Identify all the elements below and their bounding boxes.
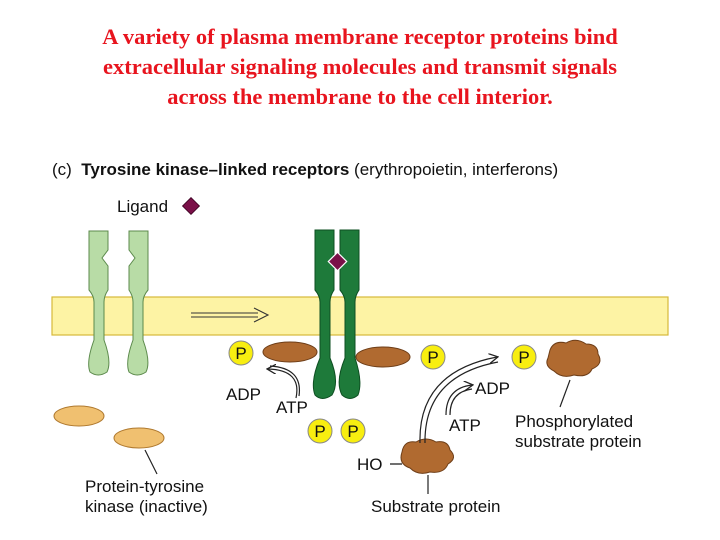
atp-label-right: ATP <box>449 416 481 435</box>
caption-bold: Tyrosine kinase–linked receptors <box>81 160 350 179</box>
svg-text:P: P <box>235 344 246 363</box>
adp-label-left: ADP <box>226 385 261 404</box>
inactive-kinase-left <box>53 405 105 427</box>
active-receptor-right <box>338 229 361 399</box>
kinase-label-line-2: kinase (inactive) <box>85 497 208 516</box>
inactive-receptor-right <box>127 230 149 376</box>
plasma-membrane <box>51 296 669 336</box>
svg-text:P: P <box>427 348 438 367</box>
svg-text:P: P <box>518 348 529 367</box>
active-kinase-left <box>262 341 318 363</box>
kinase-label: Protein-tyrosine kinase (inactive) <box>85 477 208 517</box>
phosphorylated-label-line-1: Phosphorylated <box>515 412 634 431</box>
ho-label: HO <box>357 455 383 474</box>
bound-ligand <box>327 251 348 272</box>
svg-text:P: P <box>347 422 358 441</box>
inactive-kinase-right <box>113 427 165 449</box>
phosphorylated-label-line-2: substrate protein <box>515 432 642 451</box>
phosphorylated-pointer-line <box>559 379 571 408</box>
atp-label-left: ATP <box>276 398 308 417</box>
title-line-1: A variety of plasma membrane receptor pr… <box>102 24 618 49</box>
phosphate-kinase-right: P <box>420 344 446 370</box>
slide-title: A variety of plasma membrane receptor pr… <box>0 22 720 112</box>
phosphorylated-label: Phosphorylated substrate protein <box>515 412 642 452</box>
kinase-pointer-line <box>144 449 158 475</box>
caption-rest: (erythropoietin, interferons) <box>354 160 559 179</box>
title-line-2: extracellular signaling molecules and tr… <box>103 54 617 79</box>
phosphate-kinase-left: P <box>228 340 254 366</box>
phosphate-receptor-left: P <box>307 418 333 444</box>
title-line-3: across the membrane to the cell interior… <box>167 84 553 109</box>
inactive-receptor-left <box>88 230 110 376</box>
caption-prefix: (c) <box>52 160 72 179</box>
adp-label-right: ADP <box>475 379 510 398</box>
substrate-protein <box>400 438 454 474</box>
phosphate-substrate: P <box>511 344 537 370</box>
active-kinase-right <box>355 346 411 368</box>
ligand-label: Ligand <box>117 197 169 216</box>
ligand-symbol <box>181 196 201 216</box>
active-receptor-left <box>312 229 336 399</box>
phosphorylated-substrate <box>546 339 601 377</box>
transition-arrow <box>191 307 270 323</box>
kinase-label-line-1: Protein-tyrosine <box>85 477 205 496</box>
atp-adp-arrow-right <box>419 357 498 444</box>
phosphate-receptor-right: P <box>340 418 366 444</box>
svg-text:P: P <box>314 422 325 441</box>
substrate-label: Substrate protein <box>371 497 501 516</box>
figure-caption: (c) Tyrosine kinase–linked receptors (er… <box>52 160 558 180</box>
atp-adp-arrow-left <box>268 366 301 399</box>
